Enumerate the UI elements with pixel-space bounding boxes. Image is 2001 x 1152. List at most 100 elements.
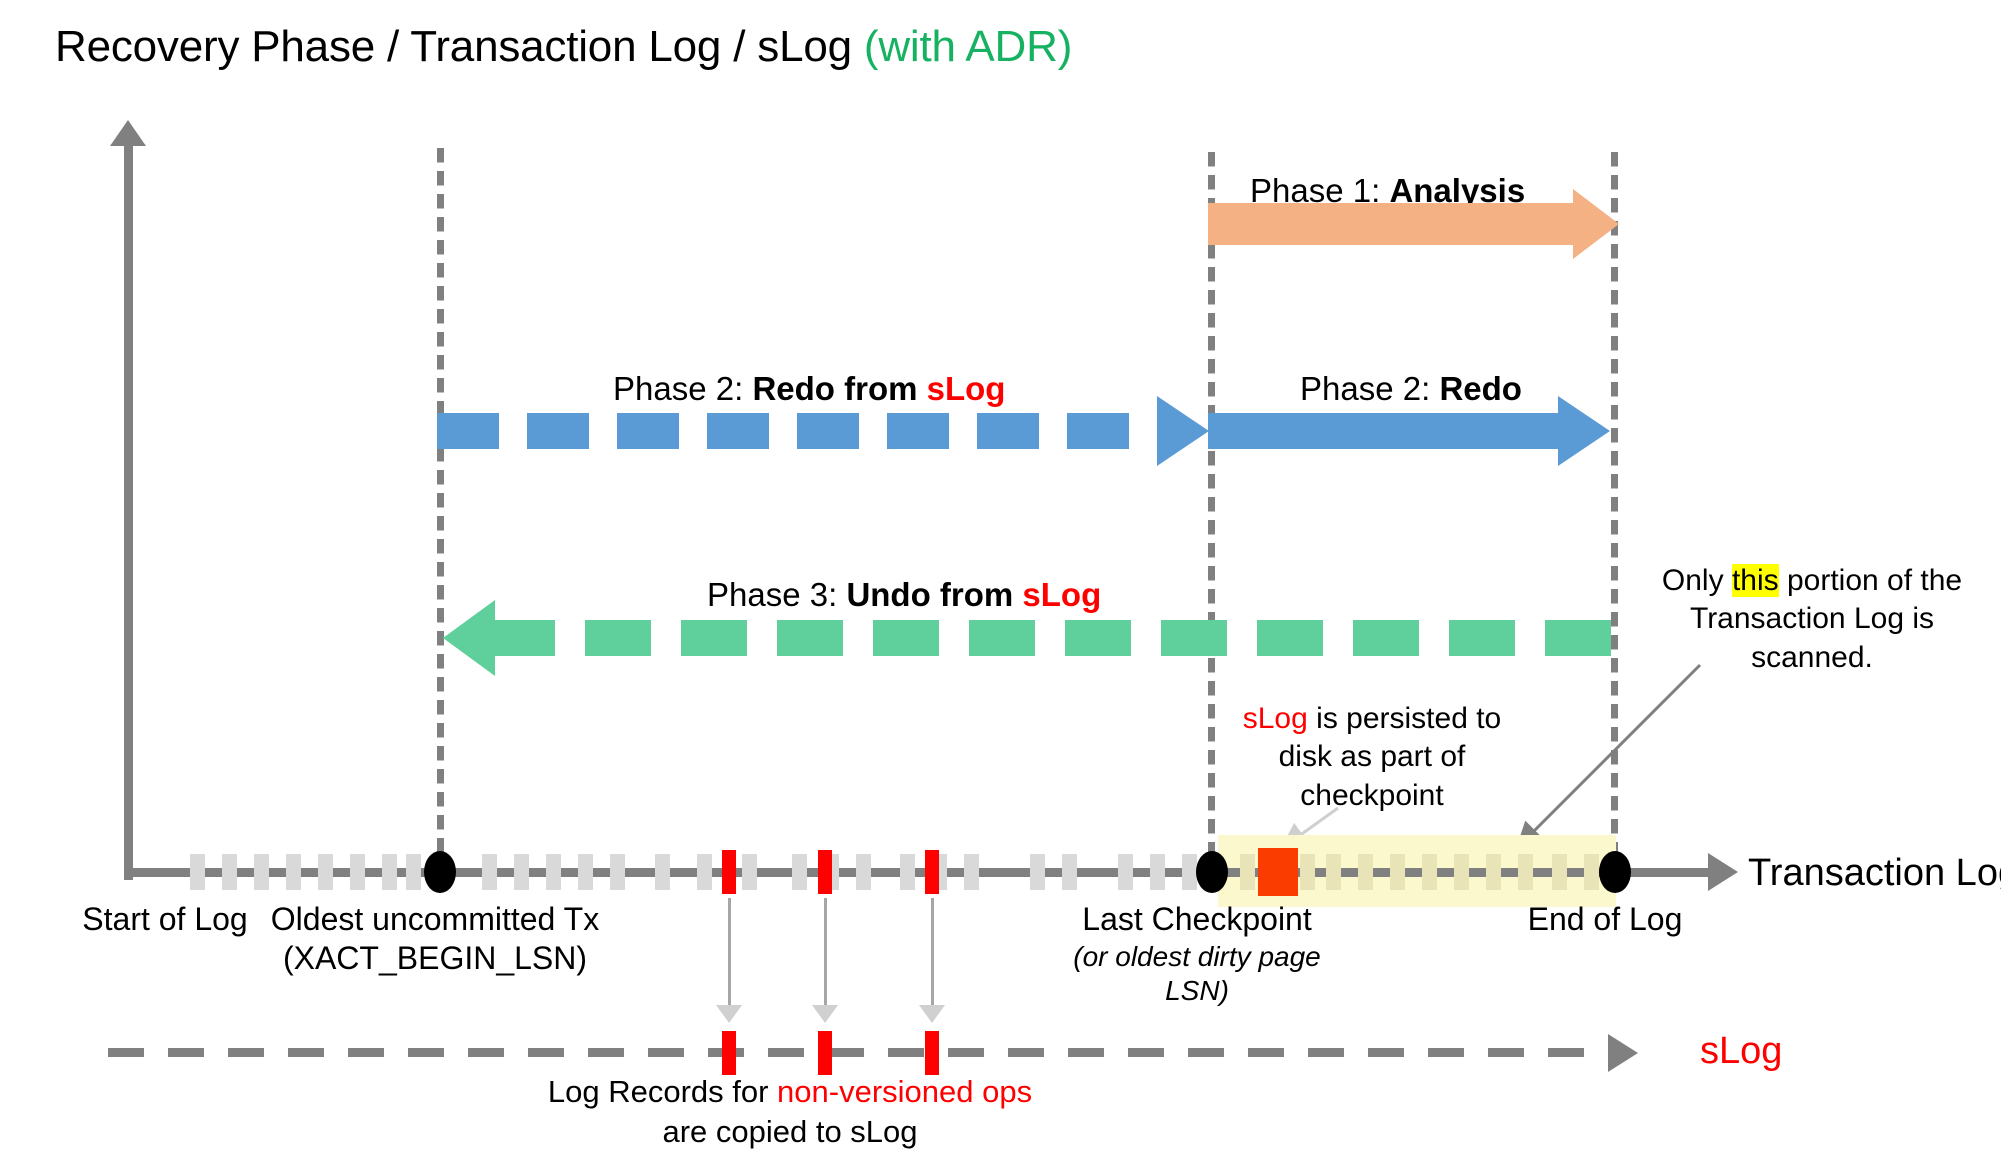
transaction-log-axis [128, 868, 1708, 877]
phase3-slog-label: Phase 3: Undo from sLog [707, 576, 1101, 614]
guide-oldest-uncommitted-tx [437, 148, 444, 888]
log-record [610, 854, 625, 890]
log-record [1118, 854, 1133, 890]
nonversioned-log-record [722, 850, 736, 894]
phase2-slog-arrowhead [1157, 396, 1209, 466]
label-oldest-uncommitted-tx-text: Oldest uncommitted Tx [270, 901, 600, 937]
log-record [482, 854, 497, 890]
log-record [222, 854, 237, 890]
label-oldest-uncommitted-tx: Oldest uncommitted Tx (XACT_BEGIN_LSN) [265, 900, 605, 978]
phase1-prefix: Phase 1: [1250, 172, 1390, 209]
slog-record [722, 1031, 736, 1075]
label-last-checkpoint-text: Last Checkpoint [1082, 901, 1312, 937]
phase3-undo-arrow-body [495, 620, 1611, 656]
label-start-of-log: Start of Log [82, 901, 248, 937]
title-suffix: (with ADR) [863, 22, 1073, 71]
phase2-slog-highlight: sLog [926, 370, 1006, 407]
slog-caption: Log Records for non-versioned ops are co… [540, 1072, 1040, 1151]
log-record [406, 854, 421, 890]
nonversioned-log-record [925, 850, 939, 894]
phase2-redo-arrow-body [1208, 413, 1558, 449]
scanned-note-l1a: Only [1661, 564, 1732, 597]
checkpoint-note-line2: disk as part of [1278, 740, 1466, 774]
marker-end-of-log [1599, 851, 1631, 893]
copy-connector [728, 898, 731, 1008]
phase2-slog-arrow-body [437, 413, 1157, 449]
log-record [286, 854, 301, 890]
scanned-note-l1c: portion of the [1778, 564, 1963, 597]
title-main: Recovery Phase / Transaction Log / sLog [55, 22, 864, 71]
nonversioned-log-record [818, 850, 832, 894]
scanned-note-highlight: this [1731, 564, 1779, 597]
log-record [190, 854, 205, 890]
log-record-scanned [1584, 854, 1599, 890]
log-record [578, 854, 593, 890]
slog-record [925, 1031, 939, 1075]
log-record [514, 854, 529, 890]
phase2-redo-arrowhead [1558, 396, 1610, 466]
phase3-slog-name: Undo from [846, 576, 1023, 613]
phase2-name: Redo [1439, 370, 1522, 407]
phase1-label: Phase 1: Analysis [1250, 172, 1525, 210]
phase3-slog-highlight: sLog [1022, 576, 1102, 613]
copy-connector [931, 898, 934, 1008]
checkpoint-persisted-record [1258, 848, 1298, 896]
label-last-checkpoint: Last Checkpoint [1072, 900, 1322, 939]
slog-arrowhead [1608, 1034, 1638, 1072]
log-record [792, 854, 807, 890]
log-record [856, 854, 871, 890]
log-record [382, 854, 397, 890]
log-record [742, 854, 757, 890]
log-record-scanned [1454, 854, 1469, 890]
vertical-axis-line [124, 138, 133, 880]
log-record [1062, 854, 1077, 890]
log-record-scanned [1552, 854, 1567, 890]
log-record [1182, 854, 1197, 890]
log-record [318, 854, 333, 890]
log-record [1030, 854, 1045, 890]
slog-caption-suffix: are copied to sLog [662, 1113, 918, 1149]
label-oldest-uncommitted-tx-sub: (XACT_BEGIN_LSN) [282, 940, 588, 977]
checkpoint-note: sLog is persisted to disk as part of che… [1222, 700, 1522, 815]
phase2-slog-label: Phase 2: Redo from sLog [613, 370, 1005, 408]
log-record-scanned [1518, 854, 1533, 890]
phase3-undo-arrowhead [443, 600, 495, 676]
log-record-scanned [1390, 854, 1405, 890]
log-record [697, 854, 712, 890]
log-record-scanned [1326, 854, 1341, 890]
log-record [900, 854, 915, 890]
scanned-note-l2: Transaction Log is scanned. [1689, 602, 1934, 674]
log-record [254, 854, 269, 890]
log-record [1150, 854, 1165, 890]
log-record [350, 854, 365, 890]
copy-connector-arrow-icon [919, 1005, 945, 1023]
log-record-scanned [1358, 854, 1373, 890]
log-record-scanned [1240, 854, 1255, 890]
copy-connector-arrow-icon [716, 1005, 742, 1023]
phase2-slog-prefix: Phase 2: [613, 370, 753, 407]
slog-caption-prefix: Log Records for [547, 1074, 778, 1109]
transaction-log-arrowhead [1708, 853, 1738, 891]
copy-connector-arrow-icon [812, 1005, 838, 1023]
log-record [546, 854, 561, 890]
checkpoint-note-line3: checkpoint [1300, 778, 1444, 812]
slog-axis-label: sLog [1700, 1030, 1783, 1072]
marker-oldest-uncommitted-tx [424, 851, 456, 893]
log-record-scanned [1422, 854, 1437, 890]
marker-last-checkpoint [1196, 851, 1228, 893]
transaction-log-axis-label: Transaction Log [1748, 852, 2001, 894]
phase1-name: Analysis [1389, 172, 1526, 209]
phase2-prefix: Phase 2: [1300, 370, 1440, 407]
phase2-label: Phase 2: Redo [1300, 370, 1522, 408]
phase1-analysis-arrowhead [1573, 189, 1619, 259]
log-record [964, 854, 979, 890]
phase3-slog-prefix: Phase 3: [707, 576, 847, 613]
guide-last-checkpoint [1208, 152, 1215, 874]
label-last-checkpoint-sub: (or oldest dirty page LSN) [1073, 941, 1321, 1007]
log-record-scanned [1486, 854, 1501, 890]
guide-end-of-log [1611, 152, 1618, 874]
log-record [655, 854, 670, 890]
log-record-scanned [1300, 854, 1315, 890]
copy-connector [824, 898, 827, 1008]
